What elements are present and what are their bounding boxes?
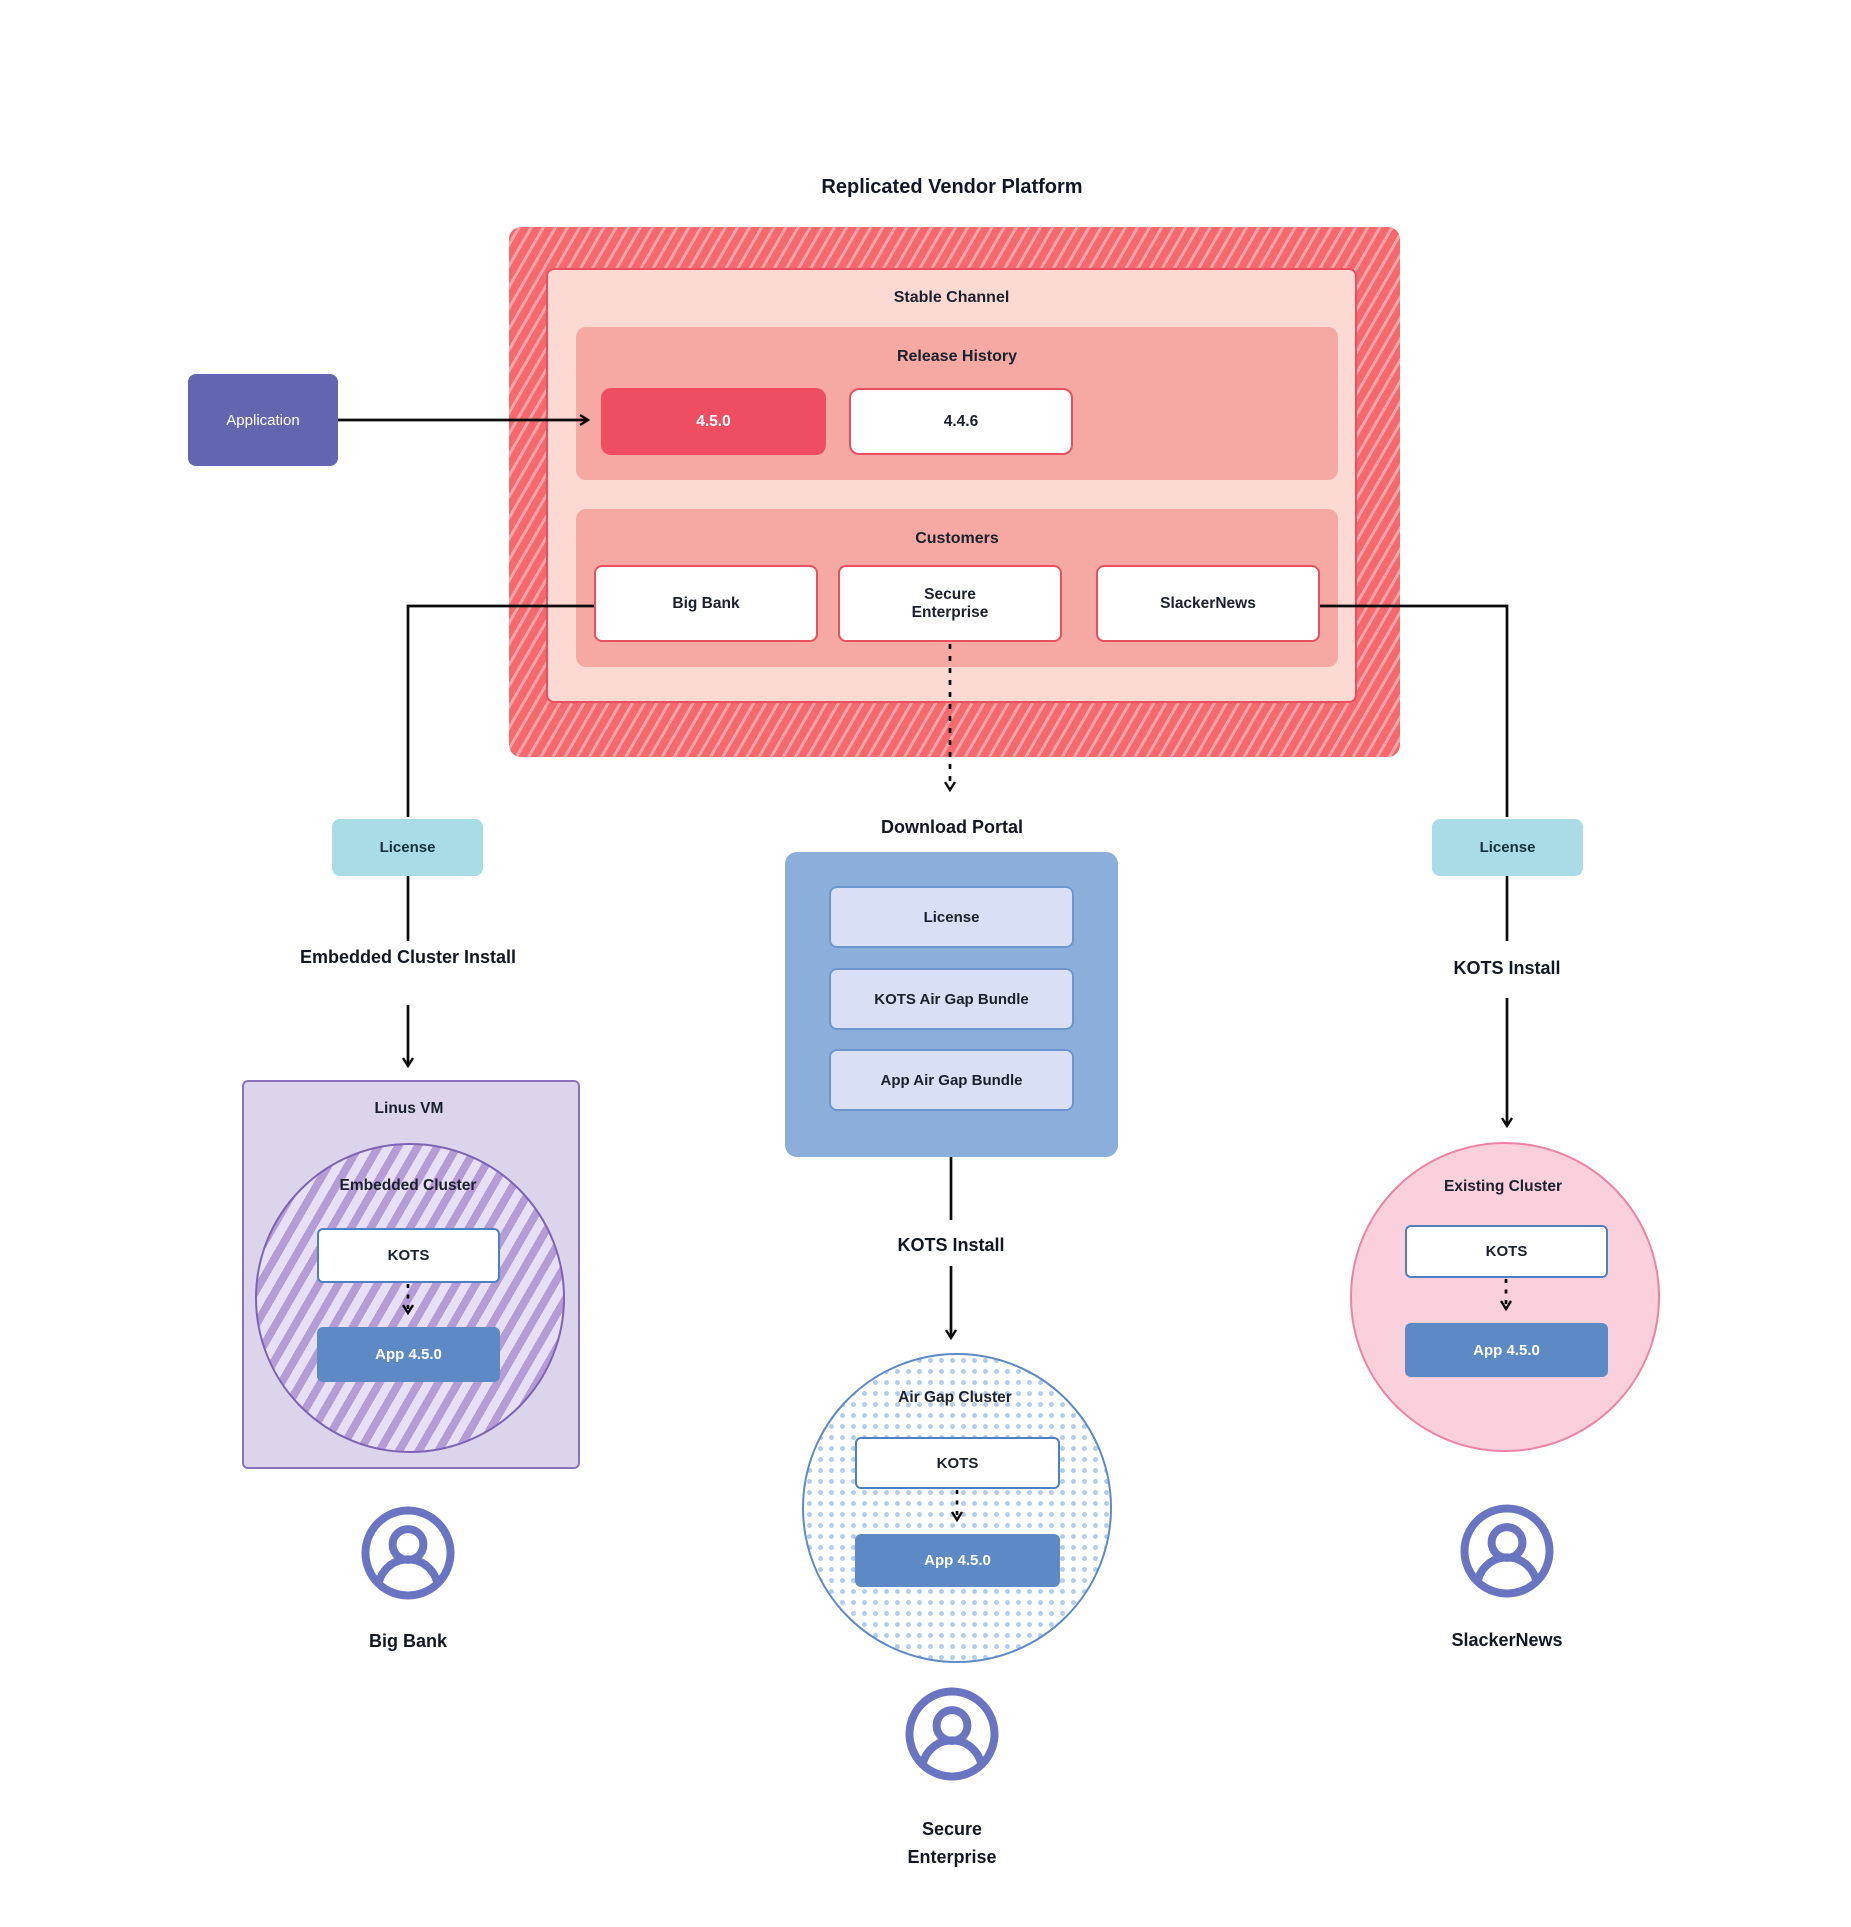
user-label-secure-enterprise-text: Secure Enterprise xyxy=(907,1819,997,1867)
customer-secure-enterprise: Secure Enterprise xyxy=(838,565,1062,642)
customer-slackernews: SlackerNews xyxy=(1096,565,1320,642)
portal-item-app-airgap-bundle: App Air Gap Bundle xyxy=(829,1049,1074,1111)
customer-big-bank: Big Bank xyxy=(594,565,818,642)
release-version-450: 4.5.0 xyxy=(601,388,826,455)
kots-box-middle: KOTS xyxy=(855,1437,1060,1489)
user-label-secure-enterprise: Secure Enterprise xyxy=(852,1815,1052,1871)
application-box: Application xyxy=(188,374,338,466)
license-chip-right: License xyxy=(1432,819,1583,876)
stable-channel-label: Stable Channel xyxy=(893,289,1010,306)
customer-secure-enterprise-label: Secure Enterprise xyxy=(911,585,989,621)
customer-slackernews-label: SlackerNews xyxy=(1160,594,1256,612)
existing-cluster-label: Existing Cluster xyxy=(1444,1178,1562,1195)
user-icon-secure-enterprise xyxy=(905,1687,999,1781)
app-box-right: App 4.5.0 xyxy=(1405,1323,1608,1377)
license-chip-left: License xyxy=(332,819,483,876)
air-gap-cluster-label: Air Gap Cluster xyxy=(898,1389,1012,1406)
app-box-left: App 4.5.0 xyxy=(317,1327,500,1382)
kots-box-left: KOTS xyxy=(317,1228,500,1283)
app-box-middle: App 4.5.0 xyxy=(855,1534,1060,1587)
user-label-slackernews: SlackerNews xyxy=(1451,1630,1563,1650)
embedded-cluster-label: Embedded Cluster xyxy=(339,1177,477,1194)
page-title: Replicated Vendor Platform xyxy=(821,176,1083,198)
embedded-cluster-circle xyxy=(255,1143,565,1453)
kots-box-right: KOTS xyxy=(1405,1225,1608,1278)
release-version-446: 4.4.6 xyxy=(849,388,1073,455)
embedded-cluster-install-label: Embedded Cluster Install xyxy=(299,947,517,967)
kots-install-label-right: KOTS Install xyxy=(1453,958,1561,978)
customers-label: Customers xyxy=(915,530,999,547)
user-icon-big-bank xyxy=(361,1506,455,1600)
kots-install-label-middle: KOTS Install xyxy=(897,1235,1005,1255)
user-label-big-bank: Big Bank xyxy=(368,1631,447,1651)
user-icon-slackernews xyxy=(1460,1504,1554,1598)
portal-item-kots-airgap-bundle: KOTS Air Gap Bundle xyxy=(829,968,1074,1030)
customer-big-bank-label: Big Bank xyxy=(672,594,740,612)
download-portal-title: Download Portal xyxy=(880,817,1023,837)
linus-vm-label: Linus VM xyxy=(374,1100,444,1117)
portal-item-license: License xyxy=(829,886,1074,948)
release-history-label: Release History xyxy=(896,348,1018,365)
